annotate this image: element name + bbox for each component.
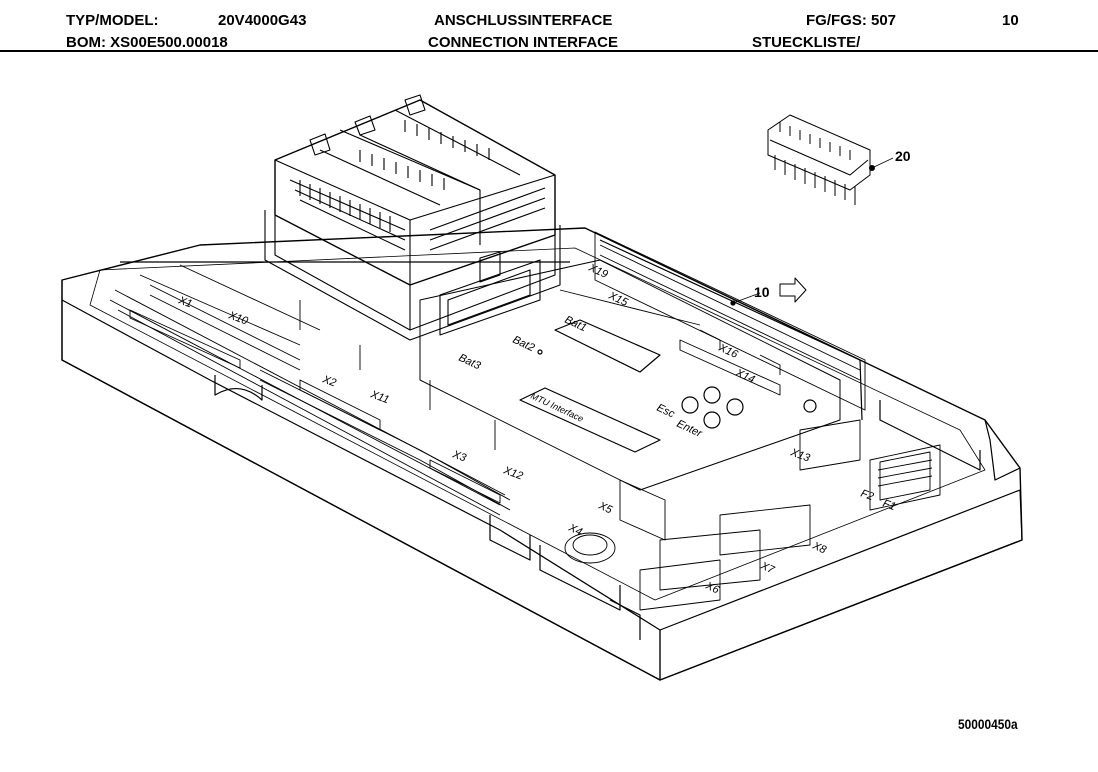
label-x6: X6	[703, 579, 722, 596]
leader-dot-10	[730, 300, 736, 306]
label-bat2: Bat2	[511, 334, 537, 354]
label-x12: X12	[501, 464, 524, 482]
leader-line-10	[732, 292, 761, 304]
label-x11: X11	[368, 388, 391, 406]
typ-model-value: 20V4000G43	[218, 12, 307, 29]
label-x8: X8	[810, 539, 829, 556]
label-x1: X1	[176, 294, 194, 310]
header-rule	[0, 50, 1098, 52]
label-x4: X4	[566, 521, 584, 538]
terminal-rail-right	[559, 231, 866, 411]
label-bat1: Bat1	[563, 314, 589, 334]
plug-connector-part	[767, 114, 875, 205]
label-x2: X2	[320, 373, 338, 389]
callout-20: 20	[895, 148, 911, 164]
label-x19: X19	[586, 261, 610, 281]
page-number: 10	[1002, 12, 1019, 29]
document-number: 50000450a	[958, 716, 1018, 732]
label-f1: F1	[881, 498, 897, 514]
callout-10: 10	[754, 284, 770, 300]
label-x3: X3	[450, 448, 469, 465]
title-german: ANSCHLUSSINTERFACE	[434, 12, 613, 29]
label-x5: X5	[596, 499, 615, 516]
connector-designators: X1 X10 X2 X11 X3 X12 X19 X15 X16 X14 X13…	[176, 261, 897, 596]
terminal-rails-left	[109, 264, 511, 516]
typ-model-label: TYP/MODEL:	[66, 12, 159, 29]
fg-fgs: FG/FGS: 507	[806, 12, 897, 29]
title-english: CONNECTION INTERFACE	[428, 34, 619, 51]
label-x7: X7	[758, 559, 777, 576]
leader-line-20	[873, 157, 894, 168]
module-stack	[264, 94, 561, 341]
base-tray	[61, 227, 1023, 681]
label-bat3: Bat3	[457, 352, 483, 373]
label-enter: Enter	[675, 418, 705, 441]
arrow-icon	[779, 277, 807, 303]
label-f2: F2	[859, 488, 875, 504]
pcb-board	[419, 259, 841, 491]
front-connectors	[564, 419, 941, 611]
stueckliste-label: STUECKLISTE/	[752, 34, 861, 51]
bom-number: BOM: XS00E500.00018	[66, 34, 228, 51]
label-x16: X16	[716, 341, 741, 361]
label-esc: Esc	[655, 402, 677, 421]
